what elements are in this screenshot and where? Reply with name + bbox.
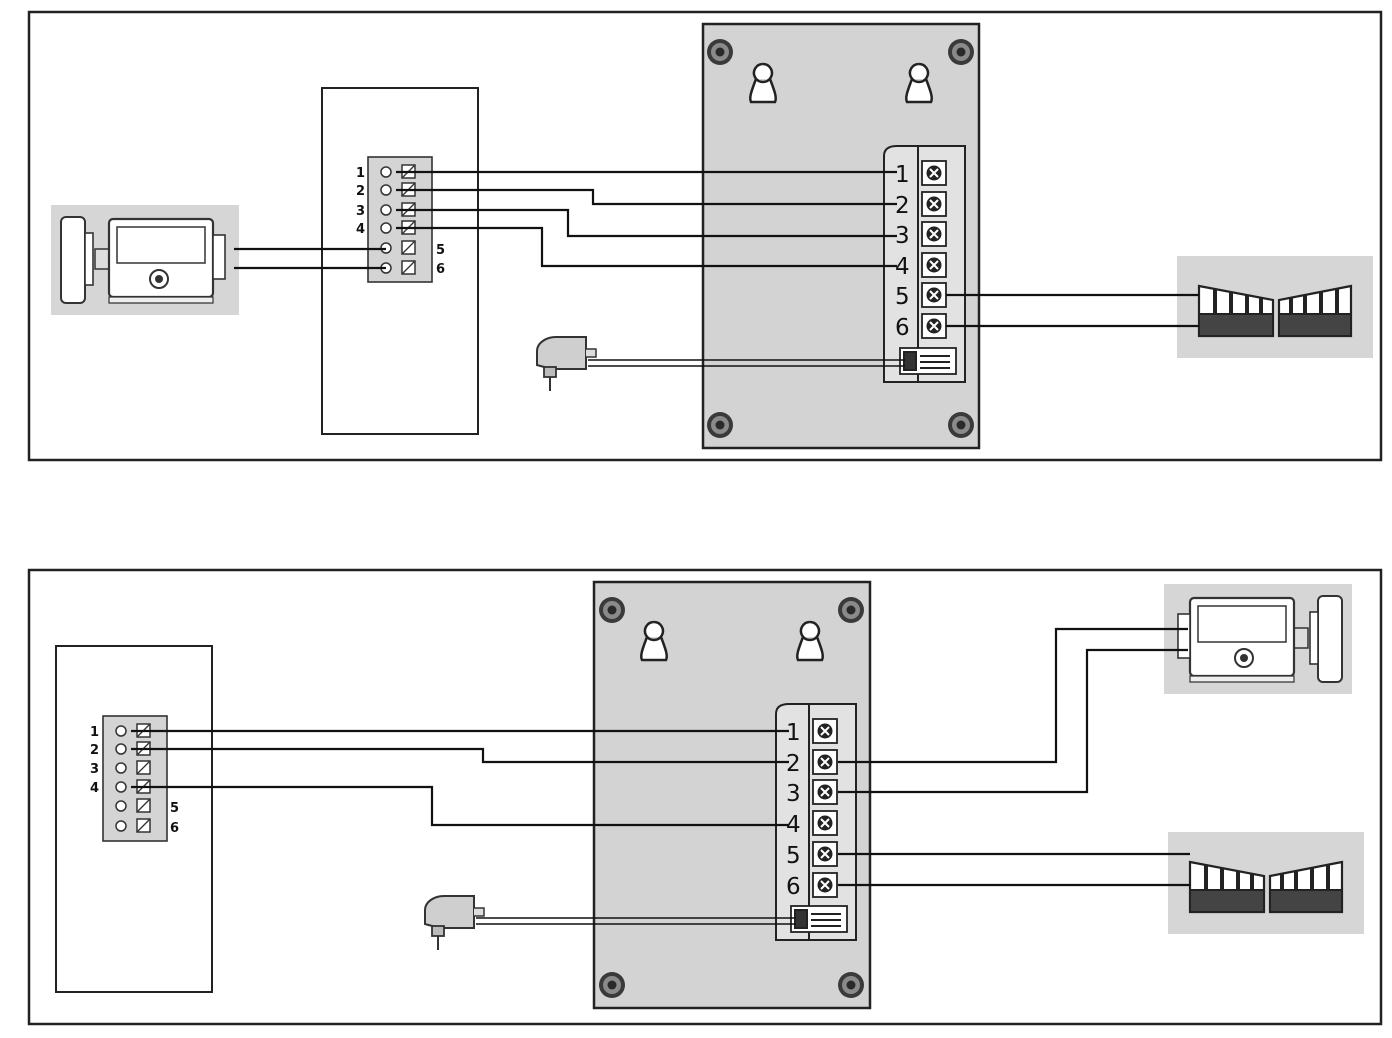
keyhole-icon [795,620,825,662]
outdoor-terminal-block [102,715,168,842]
outdoor-terminal-label-3: 3 [356,204,365,219]
screw-icon [599,972,625,998]
outdoor-terminal-label-4: 4 [356,222,365,237]
monitor-terminal-label-5: 5 [895,284,910,310]
monitor-terminal-label-3: 3 [786,781,801,807]
diagram-panel-bottom: 1 2 3 4 5 6 1 2 3 4 5 [27,568,1383,1026]
outdoor-terminal-label-5: 5 [170,801,179,816]
outdoor-terminal-label-1: 1 [356,166,365,181]
monitor-terminal-label-4: 4 [895,254,910,280]
outdoor-terminal-label-4: 4 [90,781,99,796]
electric-lock-icon [49,203,241,317]
wiring [234,170,1199,367]
screw-icon [948,39,974,65]
power-connector [899,347,957,375]
monitor-terminal-label-5: 5 [786,843,801,869]
screw-icon [838,972,864,998]
monitor-terminal-label-2: 2 [895,193,910,219]
outdoor-terminal-label-6: 6 [436,262,445,277]
screw-icon [707,39,733,65]
gate-icon [1166,830,1366,936]
monitor-terminal-label-1: 1 [895,162,910,188]
monitor-terminal-label-6: 6 [786,874,801,900]
monitor-terminal-label-4: 4 [786,812,801,838]
outdoor-terminal-block [367,156,433,283]
electric-lock-icon [1162,582,1354,696]
outdoor-terminal-label-3: 3 [90,762,99,777]
outdoor-terminal-label-6: 6 [170,821,179,836]
gate-icon [1175,254,1375,360]
keyhole-icon [904,62,934,104]
monitor-terminal-label-1: 1 [786,720,801,746]
wiring [131,627,1190,925]
keyhole-icon [748,62,778,104]
outdoor-terminal-label-2: 2 [90,743,99,758]
outdoor-terminal-label-5: 5 [436,243,445,258]
keyhole-icon [639,620,669,662]
monitor-terminal-label-2: 2 [786,751,801,777]
screw-icon [948,412,974,438]
screw-icon [838,597,864,623]
monitor-terminal-label-6: 6 [895,315,910,341]
power-connector [790,905,848,933]
screw-icon [599,597,625,623]
monitor-terminal-label-3: 3 [895,223,910,249]
diagram-panel-top: 1 2 3 4 5 6 1 2 3 [27,10,1383,462]
outdoor-terminal-label-1: 1 [90,725,99,740]
screw-icon [707,412,733,438]
outdoor-terminal-label-2: 2 [356,184,365,199]
